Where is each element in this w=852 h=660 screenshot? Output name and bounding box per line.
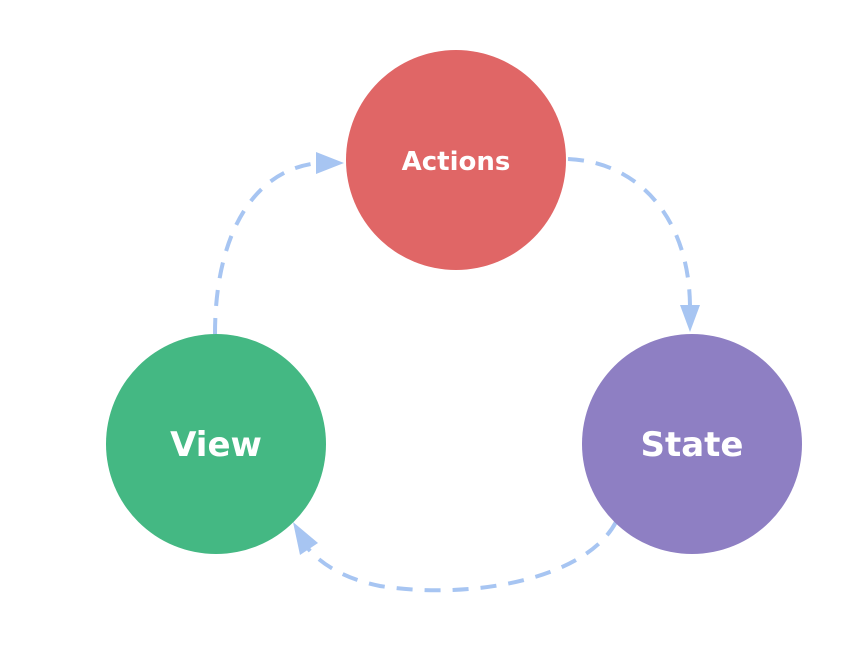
node-actions: Actions (346, 50, 566, 270)
arrow-state-to-view-head (293, 522, 318, 555)
node-actions-label: Actions (402, 147, 511, 177)
arrow-view-to-actions-head (316, 152, 344, 174)
arrow-actions-to-state (567, 157, 692, 309)
node-view-circle (106, 334, 326, 554)
arrow-view-to-actions (213, 161, 319, 335)
node-state: State (582, 334, 802, 554)
node-state-circle (582, 334, 802, 554)
node-view-label: View (170, 425, 262, 465)
arrow-state-to-view (301, 521, 618, 593)
node-view: View (106, 334, 326, 554)
node-state-label: State (641, 425, 744, 465)
node-actions-circle (346, 50, 566, 270)
arrow-actions-to-state-head (680, 305, 700, 332)
